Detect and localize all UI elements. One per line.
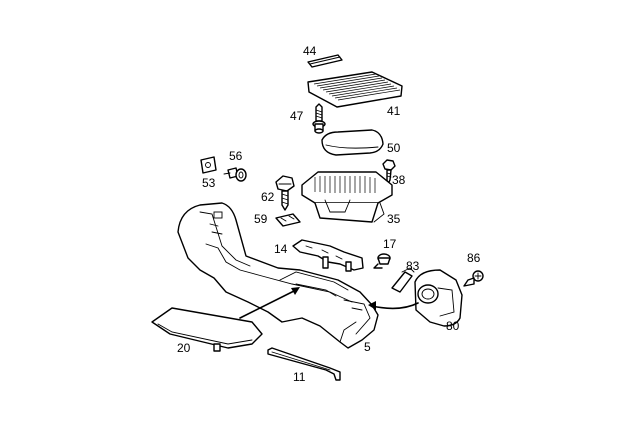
callout-35: 35	[387, 212, 401, 226]
callout-14: 14	[274, 242, 288, 256]
part-17-screw	[373, 253, 391, 269]
callout-59: 59	[254, 212, 268, 226]
part-47-screw	[312, 103, 326, 134]
callout-5: 5	[364, 340, 371, 354]
callout-11: 11	[293, 370, 306, 384]
part-41-ribbed-mat	[307, 71, 403, 108]
callout-20: 20	[177, 341, 191, 355]
part-62-bolt	[275, 175, 295, 211]
callout-38: 38	[392, 173, 406, 187]
part-86-screw	[463, 270, 484, 287]
part-5-console	[177, 202, 379, 349]
callout-44: 44	[303, 44, 317, 58]
part-11-trim	[267, 347, 341, 381]
pointer-arrow	[239, 287, 300, 319]
callout-53: 53	[202, 176, 216, 190]
part-59-bracket	[275, 213, 301, 227]
callout-41: 41	[387, 104, 401, 118]
part-53-square-nut	[200, 156, 217, 174]
part-44-strip	[307, 54, 343, 68]
callout-17: 17	[383, 237, 397, 251]
callout-86: 86	[467, 251, 481, 265]
part-20-armrest	[151, 307, 263, 352]
callout-50: 50	[387, 141, 401, 155]
part-50-cover	[321, 129, 384, 156]
callout-62: 62	[261, 190, 275, 204]
part-83-clip	[391, 267, 415, 293]
part-38-screw	[382, 159, 396, 185]
callout-56: 56	[229, 149, 243, 163]
pointer-arrow-80	[368, 301, 419, 310]
part-80-housing	[414, 269, 463, 327]
callout-80: 80	[446, 319, 460, 333]
part-14-rail	[292, 239, 364, 272]
part-56-clip	[223, 167, 247, 182]
part-35-tray	[301, 171, 393, 223]
callout-47: 47	[290, 109, 304, 123]
callout-83: 83	[406, 259, 420, 273]
